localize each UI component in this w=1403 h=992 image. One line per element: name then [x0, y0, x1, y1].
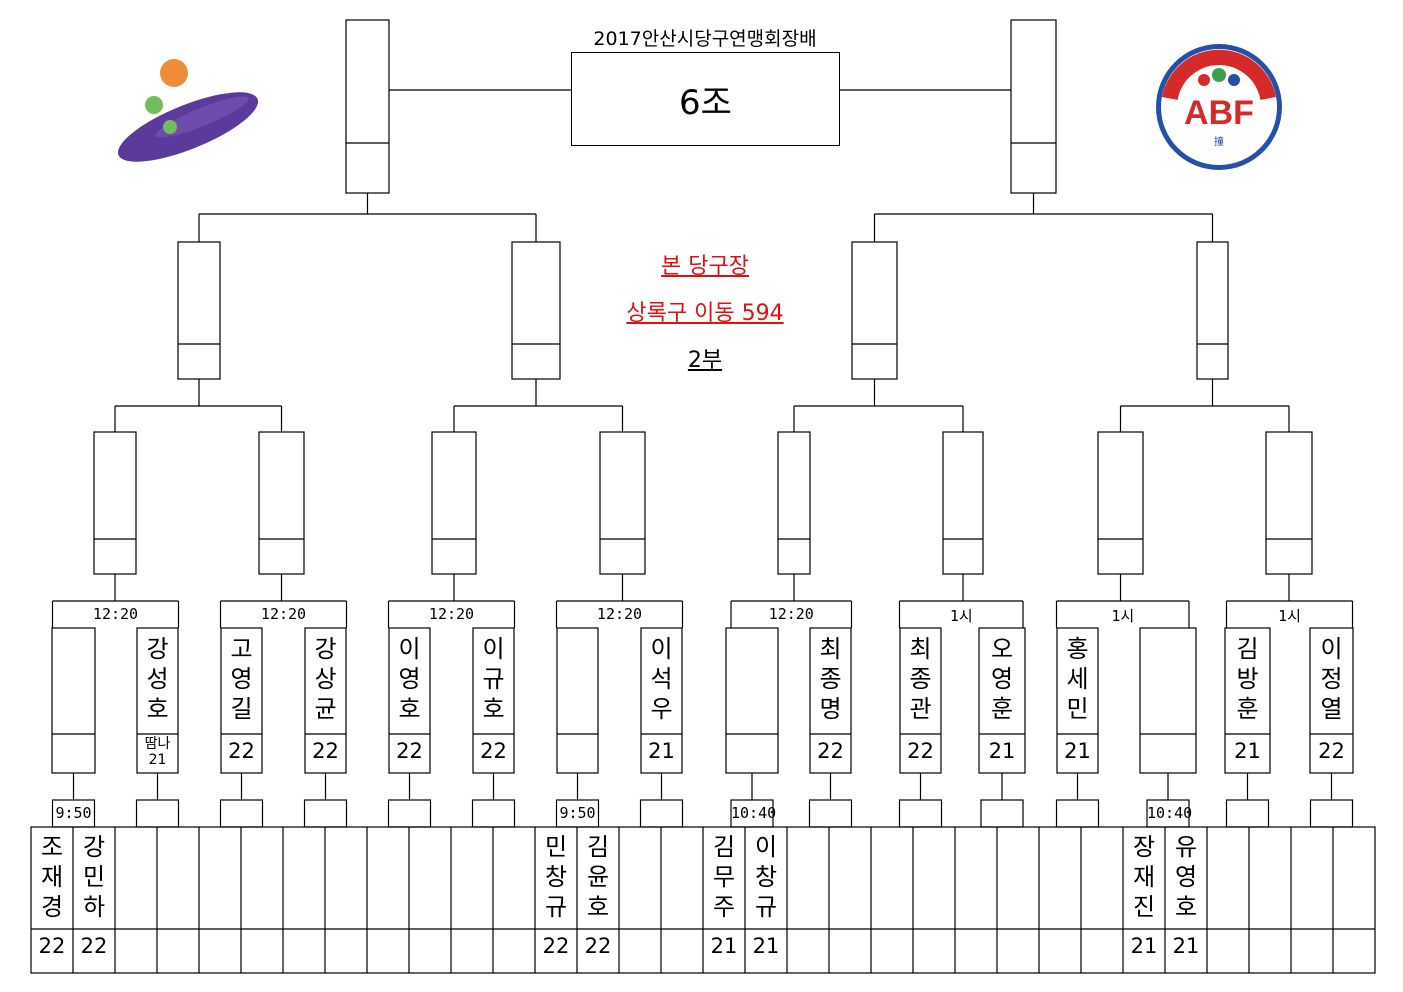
round1-connector-box — [387, 799, 432, 828]
abf-logo: ABF 撞 — [1156, 44, 1282, 170]
round2-player-score: 22 — [228, 739, 255, 763]
round3-box — [258, 431, 305, 575]
round1-connector-box — [135, 799, 180, 828]
round1-connector-box — [1146, 799, 1190, 828]
round2-box — [725, 627, 779, 774]
round1-connector-box — [219, 799, 264, 828]
round3-box — [431, 431, 477, 575]
round4-box — [511, 241, 561, 380]
semifinal-box — [1010, 19, 1057, 194]
round1-player-score: 22 — [584, 934, 612, 958]
round2-player-score: 22 — [312, 739, 339, 763]
round2-time: 12:20 — [260, 605, 307, 623]
round3-box — [93, 431, 137, 575]
venue-name: 본 당구장 — [661, 254, 749, 279]
tournament-title: 2017안산시당구연맹회장배 — [593, 28, 817, 50]
round1-player-score: 21 — [1130, 934, 1158, 958]
round2-time: 12:20 — [428, 605, 475, 623]
round2-box — [556, 627, 599, 774]
round1-time: 9:50 — [55, 804, 92, 822]
round3-box — [777, 431, 811, 575]
round2-box — [1139, 627, 1197, 774]
round2-player-score: 22 — [817, 739, 844, 763]
round3-box — [1097, 431, 1144, 575]
round2-player-score: 21 — [1064, 739, 1091, 763]
round1-connector-box — [730, 799, 774, 828]
round1-connector-box — [1309, 799, 1354, 828]
round2-box — [51, 627, 96, 774]
round4-box — [851, 241, 898, 380]
round2-time: 12:20 — [596, 605, 643, 623]
round2-player-score: 22 — [907, 739, 934, 763]
left-logo — [117, 59, 259, 162]
logo-green-dot — [145, 96, 163, 114]
round3-box — [1265, 431, 1313, 575]
round2-player-score: 22 — [396, 739, 423, 763]
round2-note: 땀나 — [144, 736, 171, 752]
round1-connector-box — [1055, 799, 1100, 828]
round1-time: 10:40 — [1147, 804, 1193, 822]
round1-player-score: 22 — [542, 934, 570, 958]
round2-time: 1시 — [1278, 607, 1301, 625]
round1-connector-box — [51, 799, 96, 828]
round1-connector-box — [555, 799, 600, 828]
venue-address: 상록구 이동 594 — [626, 301, 784, 326]
round2-player-score: 21 — [648, 739, 675, 763]
round3-box — [942, 431, 984, 575]
round4-box — [177, 241, 221, 380]
round1-connector-box — [980, 799, 1024, 828]
round2-note: 21 — [148, 752, 167, 768]
round1-player-score: 21 — [752, 934, 780, 958]
round1-player-score: 22 — [38, 934, 66, 958]
round2-time: 1시 — [1111, 607, 1135, 625]
round1-player-score: 21 — [710, 934, 738, 958]
round2-player-score: 21 — [988, 739, 1016, 763]
abf-logo-text: ABF — [1184, 94, 1254, 132]
round2-player-score: 22 — [480, 739, 507, 763]
round4-box — [1196, 241, 1229, 380]
round1-connector-box — [898, 799, 943, 828]
round1-player-score: 21 — [1172, 934, 1200, 958]
round1-connector-box — [303, 799, 348, 828]
round2-time: 12:20 — [92, 605, 139, 623]
round1-connector-box — [639, 799, 684, 828]
logo-orange-dot — [160, 59, 188, 87]
round2-time: 1시 — [949, 607, 973, 625]
round1-player-score: 22 — [80, 934, 108, 958]
division-label: 2부 — [687, 348, 723, 373]
semifinal-box — [345, 19, 390, 194]
round2-time: 12:20 — [768, 605, 814, 623]
round1-connector-box — [1225, 799, 1270, 828]
group-label: 6조 — [571, 52, 840, 146]
round1-time: 10:40 — [731, 804, 777, 822]
round1-connector-box — [808, 799, 853, 828]
svg-text:撞: 撞 — [1214, 135, 1224, 148]
round1-time: 9:50 — [559, 804, 596, 822]
round1-connector-box — [471, 799, 516, 828]
round2-player-score: 22 — [1318, 739, 1345, 763]
round2-player-score: 21 — [1234, 739, 1261, 763]
round3-box — [599, 431, 646, 575]
